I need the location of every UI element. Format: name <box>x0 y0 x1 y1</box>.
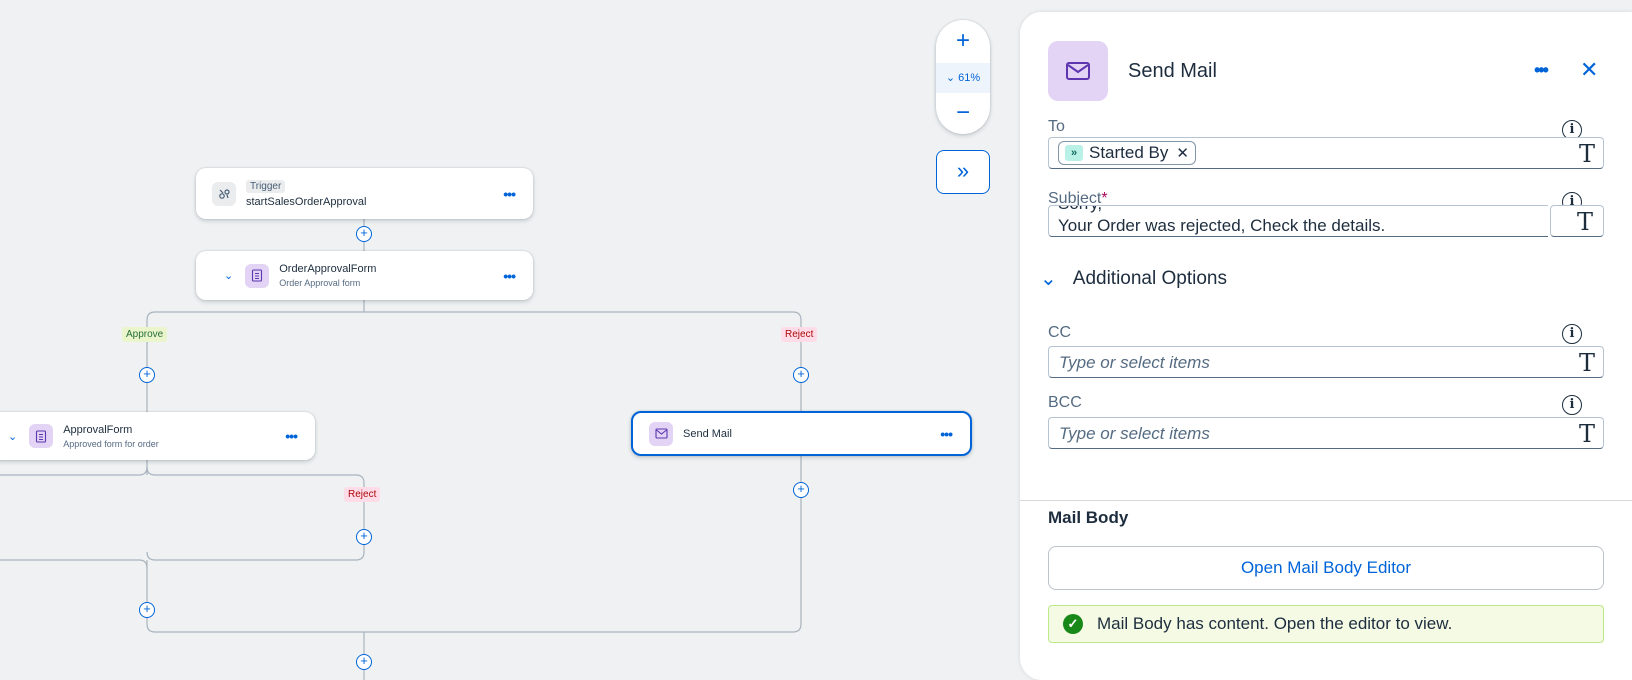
connector-lines <box>0 219 802 680</box>
additional-options-toggle[interactable]: ⌄ Additional Options <box>1040 268 1227 290</box>
zoom-level-select[interactable]: ⌄ 61% <box>936 63 990 93</box>
send-mail-more-button[interactable]: ••• <box>940 425 953 442</box>
check-circle-icon: ✓ <box>1063 614 1083 634</box>
subject-format-box[interactable]: T <box>1550 205 1604 237</box>
subject-line-1: Sorry, <box>1058 206 1102 214</box>
mail-body-status-text: Mail Body has content. Open the editor t… <box>1097 614 1453 633</box>
form-icon <box>29 424 54 448</box>
text-format-icon[interactable]: T <box>1578 420 1595 448</box>
token-label: Started By <box>1089 143 1169 162</box>
cc-input[interactable]: Type or select items T <box>1048 346 1604 378</box>
add-step-button[interactable]: + <box>356 529 372 545</box>
more-options-button[interactable]: ••• <box>1534 60 1549 80</box>
order-form-more-button[interactable]: ••• <box>503 267 516 284</box>
info-icon[interactable]: i <box>1562 395 1582 415</box>
workflow-canvas[interactable]: Trigger startSalesOrderApproval ••• + ⌄ … <box>0 0 1020 680</box>
info-icon[interactable]: i <box>1562 324 1582 344</box>
trigger-more-button[interactable]: ••• <box>503 185 516 202</box>
required-mark: * <box>1101 190 1108 207</box>
double-chevron-right-icon: » <box>956 158 970 183</box>
add-step-button[interactable]: + <box>356 226 372 242</box>
bcc-placeholder: Type or select items <box>1059 424 1210 443</box>
bcc-input[interactable]: Type or select items T <box>1048 417 1604 449</box>
section-divider <box>1020 500 1632 501</box>
order-approval-form-node[interactable]: ⌄ OrderApprovalForm Order Approval form … <box>196 251 533 300</box>
chevron-down-icon: ⌄ <box>945 72 956 84</box>
approval-form-subtitle: Approved form for order <box>63 438 159 449</box>
zoom-in-button[interactable]: + <box>955 27 970 54</box>
text-format-icon[interactable]: T <box>1578 140 1595 168</box>
text-format-icon[interactable]: T <box>1576 208 1593 236</box>
text-format-icon[interactable]: T <box>1578 349 1595 377</box>
form-icon <box>245 263 270 288</box>
started-by-token: » Started By ✕ <box>1058 141 1196 165</box>
close-icon[interactable]: ✕ <box>1580 57 1599 82</box>
mail-body-status-strip: ✓ Mail Body has content. Open the editor… <box>1048 605 1604 643</box>
order-form-subtitle: Order Approval form <box>279 278 361 288</box>
open-mail-body-editor-button[interactable]: Open Mail Body Editor <box>1048 546 1604 590</box>
remove-token-icon[interactable]: ✕ <box>1176 145 1189 162</box>
zoom-level: 61% <box>958 72 981 84</box>
to-label: To <box>1048 118 1065 135</box>
zoom-controls: + ⌄ 61% − <box>936 20 990 134</box>
to-input[interactable]: » Started By ✕ T <box>1048 137 1604 169</box>
expand-panel-button[interactable]: » <box>936 150 990 194</box>
approval-form-title: ApprovalForm <box>63 423 133 436</box>
mail-body-title: Mail Body <box>1048 508 1129 527</box>
trigger-tag: Trigger <box>246 179 286 193</box>
subject-textarea[interactable]: Sorry, Your Order was rejected, Check th… <box>1048 205 1548 237</box>
trigger-icon <box>212 181 236 206</box>
add-step-button[interactable]: + <box>139 602 155 618</box>
mail-icon <box>1048 41 1108 101</box>
cc-label: CC <box>1048 324 1072 341</box>
send-mail-title: Send Mail <box>683 427 732 440</box>
chevron-down-icon[interactable]: ⌄ <box>224 270 234 282</box>
approval-form-more-button[interactable]: ••• <box>285 428 298 444</box>
add-step-button[interactable]: + <box>793 367 809 383</box>
subject-line-2: Your Order was rejected, Check the detai… <box>1058 216 1386 235</box>
additional-options-label: Additional Options <box>1072 268 1227 289</box>
trigger-title: startSalesOrderApproval <box>246 195 367 208</box>
send-mail-node[interactable]: Send Mail ••• <box>631 411 972 456</box>
chevron-down-icon: ⌄ <box>1040 268 1057 290</box>
add-step-button[interactable]: + <box>139 367 155 383</box>
cc-placeholder: Type or select items <box>1059 353 1210 372</box>
panel-title: Send Mail <box>1128 60 1217 82</box>
subject-label: Subject* <box>1048 190 1108 208</box>
add-step-button[interactable]: + <box>793 482 809 498</box>
bcc-label: BCC <box>1048 394 1082 411</box>
add-step-button[interactable]: + <box>356 654 372 670</box>
reject-branch-label: Reject <box>781 327 818 342</box>
trigger-node[interactable]: Trigger startSalesOrderApproval ••• <box>196 168 533 219</box>
approval-form-node[interactable]: ⌄ ApprovalForm Approved form for order •… <box>0 412 315 460</box>
approve-branch-label: Approve <box>122 327 168 342</box>
zoom-out-button[interactable]: − <box>955 99 970 126</box>
subject-label-text: Subject <box>1048 190 1102 207</box>
chevron-down-icon[interactable]: ⌄ <box>8 430 18 443</box>
properties-panel: To i » Started By ✕ T Subject* i Sorry, … <box>1020 12 1632 680</box>
variable-icon: » <box>1065 145 1083 161</box>
mail-icon <box>649 421 673 446</box>
panel-header: Send Mail ••• ✕ <box>1020 12 1632 120</box>
reject-branch-label: Reject <box>344 487 381 502</box>
order-form-title: OrderApprovalForm <box>279 263 377 275</box>
